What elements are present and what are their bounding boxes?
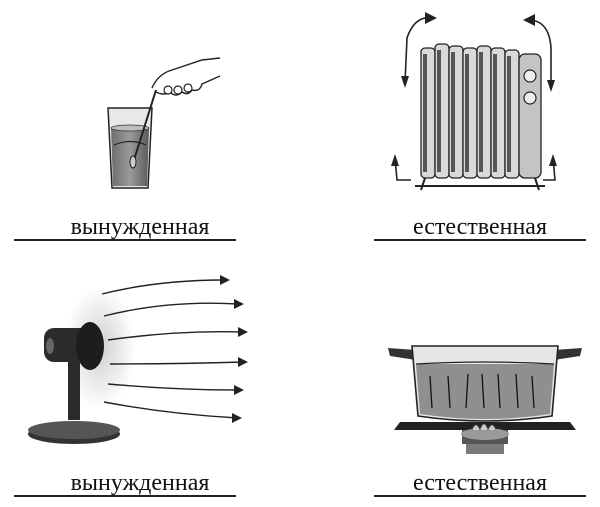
stirring-illustration: [90, 40, 230, 200]
radiator-illustration: [385, 8, 565, 198]
caption-pot: естественная: [412, 470, 547, 496]
caption-underline: [14, 495, 236, 497]
oil-radiator-icon: [391, 12, 557, 191]
caption-fan: вынужденная: [70, 470, 210, 496]
fan-blowing-icon: [28, 275, 248, 444]
caption-radiator: естественная: [412, 214, 547, 240]
fan-illustration: [28, 270, 248, 450]
glass-with-spoon-icon: [107, 57, 221, 189]
caption-stirring: вынужденная: [70, 214, 210, 240]
caption-underline: [374, 495, 586, 497]
caption-underline: [374, 239, 586, 241]
caption-underline: [14, 239, 236, 241]
pot-illustration: [380, 330, 590, 460]
boiling-pot-icon: [388, 345, 582, 454]
